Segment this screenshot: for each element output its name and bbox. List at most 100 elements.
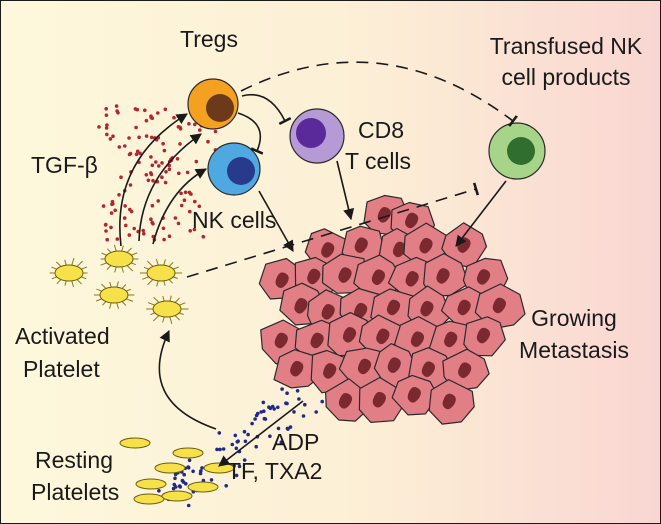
adp-dot — [217, 431, 222, 435]
cd8-label-line2: T cells — [345, 148, 412, 174]
resting-platelet — [133, 493, 165, 505]
tgf-beta-dot — [188, 229, 192, 233]
tgf-beta-dot — [177, 171, 181, 176]
adp-dot — [292, 410, 296, 414]
adp-dot — [242, 458, 247, 462]
adp-dot — [262, 409, 266, 414]
tgf-beta-dot — [105, 123, 109, 127]
adp-dot — [243, 439, 248, 444]
adp-dot — [276, 426, 281, 431]
tgf-beta-dot — [149, 115, 153, 120]
adp-dot — [236, 439, 240, 444]
adp-dot — [295, 389, 300, 393]
tgf-beta-dot — [117, 145, 122, 149]
tgf-beta-dot — [108, 137, 113, 141]
treg-inhibits-transfused-nk-line — [240, 61, 518, 127]
tgf-beta-dot — [104, 113, 109, 117]
tgf-beta-dot — [135, 149, 140, 154]
tgf-beta-dot — [160, 161, 164, 165]
tgf-beta-dot — [123, 144, 127, 148]
tumor-mass — [258, 194, 526, 425]
platelet-to-nk-arrow — [152, 168, 207, 245]
tgf-beta-dot — [193, 122, 197, 127]
activated-platelet-label-line2: Platelet — [23, 356, 100, 382]
tgf-beta-dot — [206, 139, 210, 144]
adp-dot — [173, 476, 177, 481]
adp-dot — [242, 429, 247, 434]
adp-dot — [250, 421, 254, 426]
transfused-nk-label-line2: cell products — [501, 64, 631, 90]
nk-cell — [207, 142, 261, 196]
adp-dot — [320, 399, 325, 404]
tumor-cell — [463, 316, 506, 357]
tgf-beta-dot — [192, 227, 197, 232]
tgf-beta-dot — [109, 211, 114, 215]
adp-dot — [254, 444, 258, 449]
tgf-beta-dot — [150, 203, 155, 208]
tgf-beta-dot — [104, 107, 108, 111]
tumor-cell — [358, 376, 408, 423]
adp-dot — [272, 407, 277, 411]
tgf-beta-dot — [173, 216, 178, 220]
adp-dot — [262, 416, 267, 421]
tgf-beta-dot — [161, 141, 165, 146]
tgf-beta-dot — [132, 226, 136, 231]
growing-metastasis-label-line1: Growing — [531, 305, 617, 331]
adp-dot — [255, 411, 260, 416]
platelet-inhibits-transfused-nk-line — [186, 182, 480, 278]
adp-dot — [224, 484, 228, 488]
tumor-cell — [391, 374, 439, 416]
tgf-beta-dot — [157, 164, 161, 168]
tumor-cell — [353, 254, 405, 300]
adp-dot — [253, 417, 257, 421]
adp-dot — [246, 432, 250, 437]
tgf-beta-dot — [144, 118, 149, 123]
resting-platelet — [161, 490, 193, 502]
cd8-label-line1: CD8 — [358, 117, 405, 143]
tgf-beta-dot — [162, 237, 166, 242]
adp-dot — [187, 458, 192, 463]
adp-dot — [276, 405, 280, 410]
treg-inhibits-cd8-line — [241, 94, 292, 126]
tgf-beta-dot — [183, 190, 188, 195]
adp-dot — [286, 427, 290, 431]
adp-dot — [268, 434, 272, 439]
tgf-beta-label: TGF-β — [31, 152, 98, 178]
tumor-cell — [273, 349, 321, 389]
tgf-beta-dot — [127, 136, 131, 140]
adp-dot — [215, 447, 219, 452]
tgf-beta-dot — [164, 170, 168, 174]
adp-dot — [279, 440, 284, 445]
tgf-beta-dot — [110, 199, 115, 204]
adp-dot — [191, 469, 195, 474]
transfused-nk-to-tumor-arrow — [455, 180, 507, 247]
tgf-beta-dot — [149, 155, 153, 159]
tgf-beta-dot — [182, 198, 187, 202]
tgf-beta-dot — [185, 170, 190, 175]
adp-dot — [288, 425, 293, 429]
adp-dot — [233, 433, 238, 438]
tgf-beta-dot — [167, 167, 172, 172]
tgf-beta-dot — [109, 225, 113, 230]
adp-dot — [184, 481, 188, 486]
tgf-beta-dot — [111, 134, 115, 138]
tgf-beta-dot — [187, 122, 191, 126]
tgf-beta-dot — [135, 107, 140, 112]
adp-dot — [209, 478, 214, 482]
cd8-t-cell — [289, 108, 345, 164]
adp-dot — [182, 472, 186, 477]
tgf-beta-dot — [115, 237, 120, 241]
resting-platelet — [154, 462, 186, 474]
tregs-label: Tregs — [180, 26, 238, 52]
tgf-beta-dot — [119, 175, 123, 179]
tgf-beta-dot — [134, 152, 139, 157]
activated-platelet — [139, 258, 183, 287]
resting-platelet — [119, 437, 151, 449]
tgf-beta-dot — [122, 216, 127, 220]
adp-dot — [280, 387, 284, 391]
growing-metastasis-label-line2: Metastasis — [519, 337, 629, 363]
tumor-cell — [387, 256, 435, 300]
tumor-to-resting-platelets-arrow — [218, 400, 304, 467]
tgf-beta-dot — [198, 128, 202, 132]
tgf-beta-dot — [156, 111, 160, 115]
